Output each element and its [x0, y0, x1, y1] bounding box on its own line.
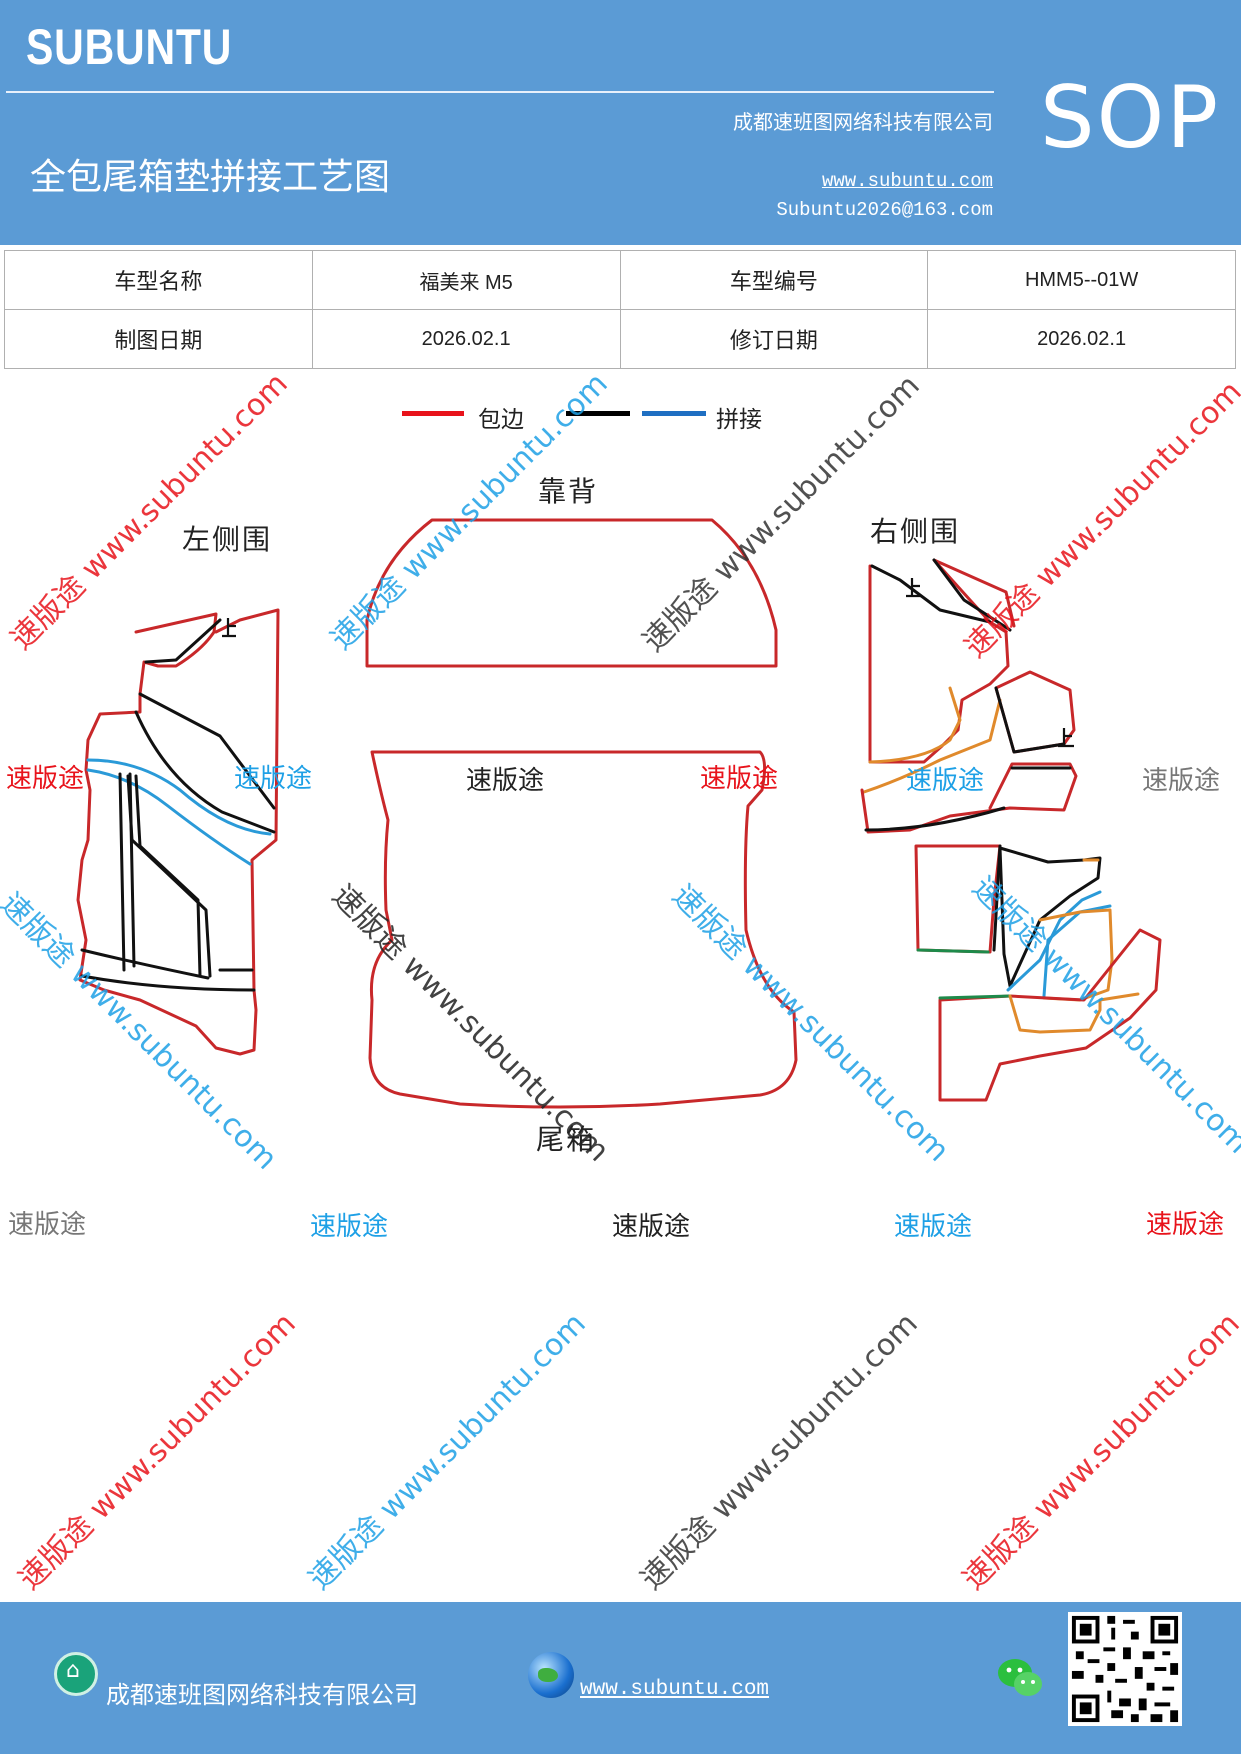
label-right-side: 右侧围 — [870, 515, 961, 548]
value-draw-date: 2026.02.1 — [311, 309, 621, 369]
watermark-word: 速版途 — [310, 1212, 389, 1242]
trunk-floor-piece — [368, 750, 798, 1109]
footer-banner: 成都速班图网络科技有限公司 www.subuntu.com — [0, 1602, 1241, 1754]
left-black-seam-3 — [134, 710, 276, 834]
right-black-seam-6 — [992, 844, 1002, 952]
value-model-name: 福美来 M5 — [311, 250, 621, 310]
left-black-seam-2 — [138, 692, 276, 810]
watermark-word: 速版途 — [1142, 766, 1221, 796]
watermark-word: 速版途 — [466, 766, 545, 796]
label-model-name: 车型名称 — [4, 250, 313, 310]
table-row: 车型名称 福美来 M5 车型编号 HMM5--01W — [4, 250, 1236, 310]
label-left-side: 左侧围 — [182, 523, 273, 556]
watermark-word: 速版途 — [906, 766, 985, 796]
label-draw-date: 制图日期 — [4, 309, 313, 369]
footer-company: 成都速班图网络科技有限公司 — [106, 1681, 418, 1709]
right-blue-seam-2 — [1042, 904, 1112, 998]
stop-mark-right-mid — [1058, 728, 1074, 748]
footer-website-link[interactable]: www.subuntu.com — [580, 1678, 770, 1701]
right-black-seam-5 — [864, 806, 1006, 832]
watermark-word: 速版途 — [894, 1212, 973, 1242]
header-website-link[interactable]: www.subuntu.com — [821, 170, 993, 192]
left-black-seam-8 — [80, 948, 210, 980]
backrest-piece — [365, 518, 778, 668]
right-blue-seam-1 — [1006, 890, 1102, 992]
right-orange-seam-5 — [1008, 992, 1140, 1034]
legend: 包边 拼接 — [400, 400, 800, 440]
qr-code-icon[interactable] — [1068, 1612, 1182, 1726]
label-trunk: 尾箱 — [536, 1123, 597, 1156]
table-row: 制图日期 2026.02.1 修订日期 2026.02.1 — [4, 309, 1236, 369]
vehicle-info-table: 车型名称 福美来 M5 车型编号 HMM5--01W 制图日期 2026.02.… — [4, 250, 1236, 369]
header-divider — [6, 91, 994, 93]
right-green-seam-1 — [916, 948, 990, 954]
header-company: 成都速班图网络科技有限公司 — [733, 110, 993, 134]
legend-swatch-black — [566, 411, 630, 416]
value-revise-date: 2026.02.1 — [927, 309, 1236, 369]
watermark-word: 速版途 — [234, 764, 313, 794]
right-black-seam-3 — [994, 686, 1066, 754]
globe-icon — [528, 1652, 574, 1698]
home-icon — [54, 1652, 98, 1696]
right-side-block-c — [938, 928, 1162, 1102]
label-revise-date: 修订日期 — [619, 309, 929, 369]
brand-logo: SUBUNTU — [26, 19, 233, 75]
left-side-outer — [76, 608, 280, 1056]
right-side-mid — [994, 670, 1076, 754]
right-green-seam-2 — [938, 994, 1012, 1000]
label-back: 靠背 — [538, 475, 599, 508]
right-black-seam-2 — [932, 558, 1012, 632]
watermark-word: 速版途 — [6, 764, 85, 794]
right-orange-seam-1 — [862, 698, 1002, 794]
legend-label-edge: 包边 — [478, 407, 524, 433]
header-banner: SUBUNTU 成都速班图网络科技有限公司 SOP 全包尾箱垫拼接工艺图 www… — [0, 0, 1241, 245]
watermark-word: 速版途 — [8, 1210, 87, 1240]
left-black-seam-9 — [80, 974, 256, 992]
stop-mark-left — [222, 618, 236, 638]
header-email[interactable]: Subuntu2026@163.com — [776, 199, 993, 221]
right-side-lower — [860, 762, 1078, 834]
left-blue-seam-2 — [86, 768, 252, 866]
sop-label: SOP — [1040, 68, 1221, 168]
legend-label-splice: 拼接 — [716, 407, 762, 433]
watermark-word: 速版途 — [1146, 1210, 1225, 1240]
value-model-code: HMM5--01W — [927, 250, 1236, 310]
left-black-seam-1 — [144, 618, 222, 664]
watermark-word: 速版途 — [700, 764, 779, 794]
left-black-seam-7 — [134, 774, 202, 978]
page-title: 全包尾箱垫拼接工艺图 — [30, 157, 391, 198]
right-side-block-a — [914, 844, 1002, 954]
wechat-icon[interactable] — [996, 1656, 1044, 1700]
legend-swatch-edge — [402, 411, 464, 416]
left-black-seam-4 — [118, 772, 126, 972]
right-side-block-b — [998, 846, 1102, 988]
label-model-code: 车型编号 — [619, 250, 929, 310]
left-blue-seam-1 — [86, 758, 272, 836]
right-orange-seam-2 — [868, 686, 962, 764]
watermark-word: 速版途 — [612, 1212, 691, 1242]
stop-mark-right-top — [906, 578, 922, 598]
legend-swatch-splice — [642, 411, 706, 416]
